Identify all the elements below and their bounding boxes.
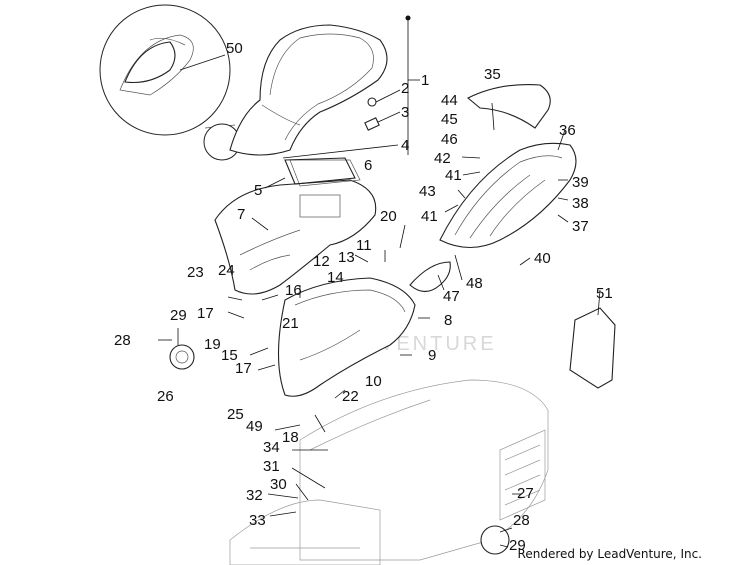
callout-28b: 28	[513, 512, 530, 529]
callout-17b: 17	[235, 360, 252, 377]
render-credit: Rendered by LeadVenture, Inc.	[517, 547, 702, 561]
callout-47: 47	[443, 288, 460, 305]
callout-38: 38	[572, 195, 589, 212]
callout-24: 24	[218, 262, 235, 279]
callout-45: 45	[441, 111, 458, 128]
callout-10: 10	[365, 373, 382, 390]
callout-51: 51	[596, 285, 613, 302]
callout-8: 8	[444, 312, 452, 329]
callout-49: 49	[246, 418, 263, 435]
callout-18: 18	[282, 429, 299, 446]
callout-labels: 1 2 3 4 5 6 7 8 9 10 11 12 13 14 15 16 1…	[114, 40, 613, 554]
callout-11: 11	[356, 237, 372, 254]
callout-39: 39	[572, 174, 589, 191]
callout-28: 28	[114, 332, 131, 349]
main-seat	[229, 15, 420, 159]
callout-23: 23	[187, 264, 204, 281]
callout-40: 40	[534, 250, 551, 267]
callout-50: 50	[226, 40, 243, 57]
callout-44: 44	[441, 92, 458, 109]
callout-36: 36	[559, 122, 576, 139]
callout-41b: 41	[421, 208, 438, 225]
storage-tub	[277, 261, 451, 397]
callout-32: 32	[246, 487, 263, 504]
scooter-body	[169, 344, 549, 565]
callout-42: 42	[434, 150, 451, 167]
callout-21: 21	[282, 315, 299, 332]
callout-20: 20	[380, 208, 397, 225]
callout-34: 34	[263, 439, 280, 456]
tool-bag	[569, 289, 616, 389]
callout-1: 1	[421, 72, 429, 89]
callout-30: 30	[270, 476, 287, 493]
callout-31: 31	[263, 458, 280, 475]
callout-35: 35	[484, 66, 501, 83]
callout-48: 48	[466, 275, 483, 292]
callout-5: 5	[254, 182, 262, 199]
rear-rack	[439, 84, 577, 248]
callout-17: 17	[197, 305, 214, 322]
callout-12: 12	[313, 253, 330, 270]
detail-inset	[99, 4, 241, 161]
callout-2: 2	[401, 80, 409, 97]
callout-4: 4	[401, 137, 409, 154]
callout-41: 41	[445, 167, 462, 184]
callout-33: 33	[249, 512, 266, 529]
undertray	[214, 157, 377, 295]
callout-29b: 29	[509, 537, 526, 554]
callout-22: 22	[342, 388, 359, 405]
callout-6: 6	[364, 157, 372, 174]
callout-16: 16	[285, 282, 302, 299]
callout-27: 27	[517, 485, 534, 502]
callout-46: 46	[441, 131, 458, 148]
callout-37: 37	[572, 218, 589, 235]
callout-3: 3	[401, 104, 409, 121]
callout-13: 13	[338, 249, 355, 266]
watermark-text: VENTURE	[380, 333, 497, 355]
callout-7: 7	[237, 206, 245, 223]
callout-9: 9	[428, 347, 436, 364]
callout-29: 29	[170, 307, 187, 324]
callout-14: 14	[327, 269, 344, 286]
callout-25: 25	[227, 406, 244, 423]
callout-26: 26	[157, 388, 174, 405]
callout-15: 15	[221, 347, 238, 364]
callout-19: 19	[204, 336, 221, 353]
callout-43: 43	[419, 183, 436, 200]
leader-lines	[158, 102, 569, 548]
